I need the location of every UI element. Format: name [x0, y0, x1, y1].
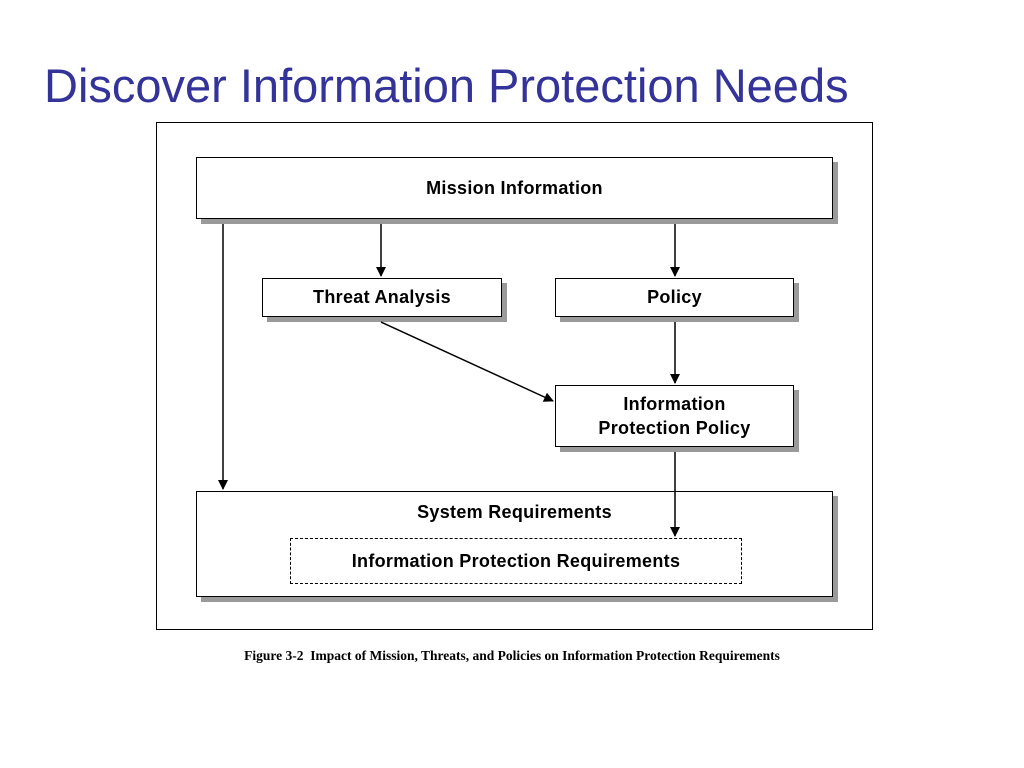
figure-caption: Figure 3-2 Impact of Mission, Threats, a…	[244, 648, 780, 663]
threat-analysis-label: Threat Analysis	[313, 287, 451, 307]
policy-box: Policy	[555, 278, 794, 317]
information-protection-requirements-box: Information Protection Requirements	[290, 538, 742, 584]
information-protection-requirements-label: Information Protection Requirements	[351, 550, 681, 571]
threat-analysis-box: Threat Analysis	[262, 278, 502, 317]
information-protection-policy-label-line1: Information	[623, 394, 726, 414]
figure-frame	[156, 122, 873, 630]
mission-information-label: Mission Information	[426, 177, 603, 198]
slide-title: Discover Information Protection Needs	[44, 59, 849, 112]
policy-label: Policy	[647, 287, 702, 307]
system-requirements-label: System Requirements	[417, 502, 612, 522]
information-protection-policy-label-line2: Protection Policy	[598, 418, 751, 438]
information-protection-policy-box: Information Protection Policy	[555, 385, 794, 447]
mission-information-box: Mission Information	[196, 157, 833, 219]
